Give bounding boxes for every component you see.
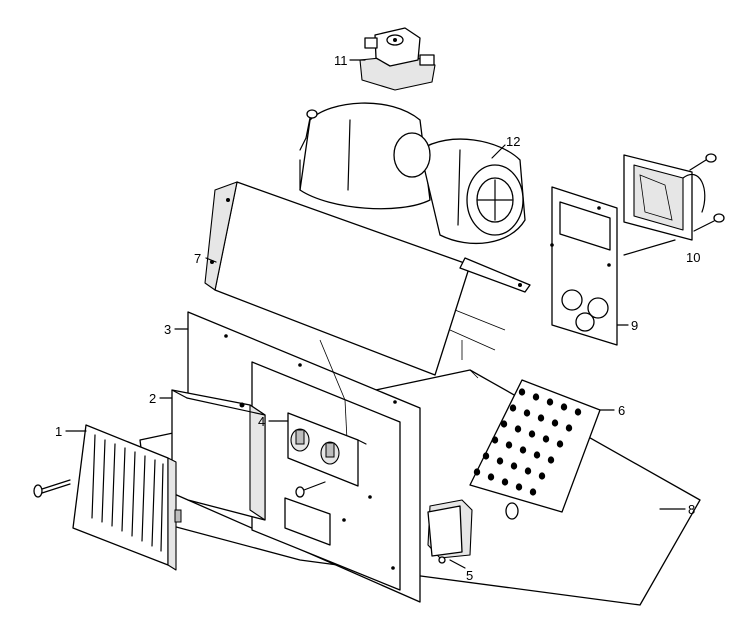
relay-box	[427, 499, 473, 564]
callout-11: 11	[334, 53, 348, 68]
perforation-hole	[528, 430, 536, 438]
perforation-hole	[515, 483, 523, 491]
callout-4: 4	[258, 414, 265, 429]
perforation-hole	[537, 414, 545, 422]
callout-6: 6	[618, 403, 625, 418]
grille-screw	[33, 479, 71, 498]
perforation-hole	[533, 451, 541, 459]
perforation-hole	[487, 473, 495, 481]
blower-bracket	[204, 181, 531, 376]
blower-screw	[299, 109, 318, 151]
duct-screw-lower	[693, 213, 725, 232]
perforation-hole	[523, 409, 531, 417]
perforation-hole	[551, 419, 559, 427]
perforation-hole	[518, 388, 526, 396]
twin-blower	[299, 102, 526, 245]
perforation-hole	[547, 456, 555, 464]
perforation-hole	[519, 446, 527, 454]
callout-3: 3	[164, 322, 171, 337]
perforation-hole	[560, 403, 568, 411]
perforation-hole	[500, 420, 508, 428]
callout-1: 1	[55, 424, 62, 439]
perforation-hole	[574, 408, 582, 416]
perforation-hole	[491, 436, 499, 444]
perforation-hole	[529, 488, 537, 496]
callout-7: 7	[194, 251, 201, 266]
gasket	[550, 186, 618, 346]
perforation-hole	[542, 435, 550, 443]
leader-lines	[65, 59, 686, 569]
callout-10: 10	[686, 250, 700, 265]
perforation-hole	[556, 440, 564, 448]
water-valve	[359, 27, 436, 91]
perforated-plate	[469, 379, 601, 513]
perforation-hole	[565, 424, 573, 432]
perforation-hole	[546, 398, 554, 406]
perforation-hole	[524, 467, 532, 475]
callout-5: 5	[466, 568, 473, 583]
perforation-hole	[496, 457, 504, 465]
perforation-hole	[501, 478, 509, 486]
callout-9: 9	[631, 318, 638, 333]
perforation-hole	[538, 472, 546, 480]
switch-screw	[295, 481, 326, 498]
perforation-hole	[505, 441, 513, 449]
air-outlet-duct	[623, 154, 706, 241]
front-grille	[72, 424, 182, 571]
perforation-hole	[482, 452, 490, 460]
callout-8: 8	[688, 502, 695, 517]
perforation-hole	[473, 468, 481, 476]
perforation-hole	[532, 393, 540, 401]
callout-12: 12	[506, 134, 520, 149]
duct-screw-upper	[689, 153, 717, 171]
filter-block	[171, 389, 266, 521]
switch-panel	[287, 412, 367, 487]
perforation-hole	[509, 404, 517, 412]
perforation-hole	[514, 425, 522, 433]
perforation-hole	[510, 462, 518, 470]
callout-2: 2	[149, 391, 156, 406]
